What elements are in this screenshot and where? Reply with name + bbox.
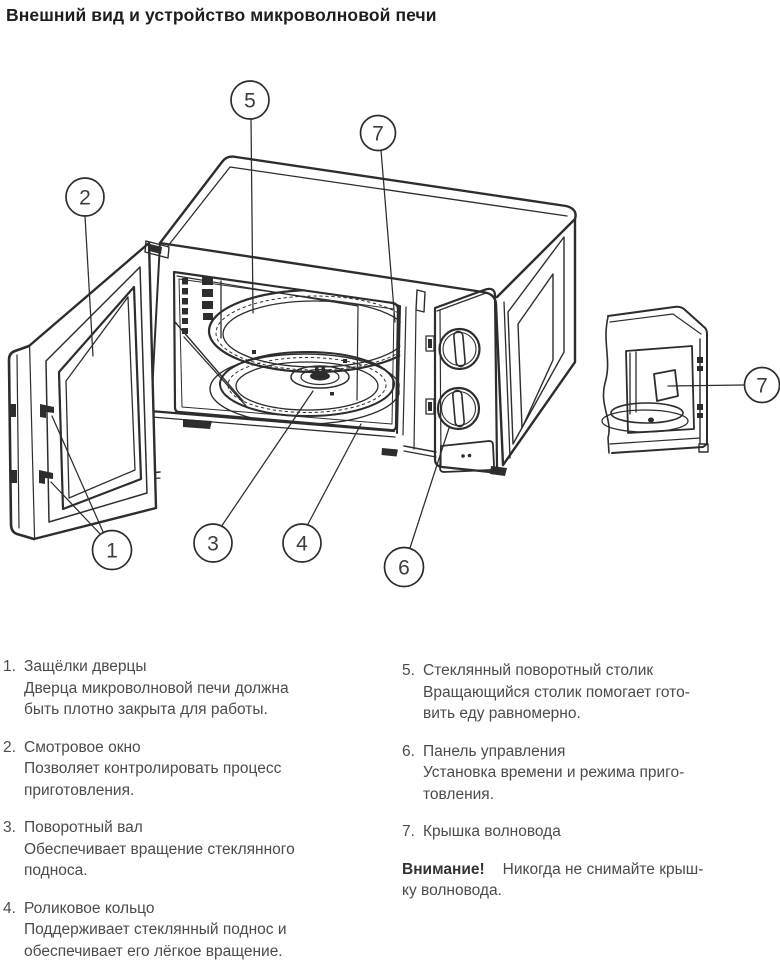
legend-item-title: Крышка волновода: [423, 823, 561, 840]
callout-5-circle: [230, 80, 270, 120]
door-latches: [9, 404, 54, 484]
callout-3-number: 3: [207, 533, 219, 556]
legend-item-title: Поворотный вал: [24, 819, 143, 836]
legend-item-desc: Обеспечивает вращение стеклянного поднос…: [24, 840, 295, 880]
legend-item-title: Смотровое окно: [24, 738, 141, 756]
legend-item-2: 2. Смотровое окно Позволяет контролирова…: [3, 737, 395, 802]
legend-item-title: Панель управления: [423, 742, 566, 760]
leader-line-7: [380, 149, 396, 323]
leader-line-5: [250, 118, 254, 314]
legend-item-6: 6. Панель управления Установка времени и…: [402, 741, 778, 806]
legend-item-number: 1.: [3, 658, 16, 675]
callout-1-circle: [91, 529, 133, 571]
callout-numbers: 1 2 3 4 5 6 7 7: [79, 90, 768, 580]
callout-7-inset-number: 7: [756, 375, 768, 398]
callout-7-number: 7: [372, 123, 384, 146]
callout-7-circle: [359, 114, 397, 152]
callout-3-circle: [193, 523, 233, 563]
turntable: [207, 288, 401, 425]
legend-item-desc: Поддерживает стеклянный поднос и обеспеч…: [24, 921, 287, 960]
leader-line-4: [307, 423, 362, 525]
control-panel: [425, 287, 499, 474]
cavity-opening: [172, 270, 400, 432]
page-title: Внешний вид и устройство микроволновой п…: [6, 5, 437, 25]
warning-text: Никогда не снимайте крыш- ку волновода.: [402, 860, 704, 900]
callout-4-circle: [282, 523, 322, 563]
legend-item-4: 4. Роликовое кольцо Поддерживает стеклян…: [3, 898, 395, 963]
door-hinge: [144, 240, 170, 259]
callout-6-number: 6: [398, 557, 410, 580]
power-knob: [436, 386, 481, 431]
inset-waveguide-view: [601, 305, 709, 454]
legend-item-number: 6.: [402, 742, 415, 760]
door-open-button: [439, 440, 495, 473]
leader-line-7-inset: [667, 384, 745, 387]
microwave-diagram: 1 2 3 4 5 6 7 7: [7, 80, 780, 588]
oven-body: [148, 155, 577, 476]
legend-item-number: 3.: [3, 819, 16, 836]
leader-lines: [50, 118, 745, 549]
leader-line-3: [220, 390, 314, 528]
legend-column-right: 5. Стеклянный поворотный столик Вращающи…: [402, 660, 778, 917]
legend-item-desc: Позволяет контролировать процесс пригото…: [24, 760, 282, 799]
callout-6-circle: [383, 546, 425, 588]
turntable-shaft: [252, 350, 347, 396]
leader-line-1b: [50, 481, 103, 537]
callout-5-number: 5: [244, 90, 256, 113]
legend-item-number: 5.: [402, 662, 415, 679]
legend-item-7: 7. Крышка волновода: [402, 821, 778, 843]
waveguide-cover: [653, 369, 679, 402]
warning-label: Внимание!: [402, 860, 485, 878]
callout-4-number: 4: [296, 533, 308, 556]
vent-slots: [182, 277, 213, 334]
legend-item-1: 1. Защёлки дверцы Дверца микроволновой п…: [3, 656, 395, 721]
legend-item-number: 4.: [3, 899, 16, 917]
warning-note: Внимание!Никогда не снимайте крыш- ку во…: [402, 859, 778, 902]
leader-line-6: [409, 427, 450, 549]
oven-door: [7, 240, 170, 541]
timer-knob: [438, 327, 481, 371]
legend-item-desc: Вращающийся столик помогает гото- вить е…: [423, 683, 690, 723]
leader-line-1a: [51, 415, 105, 535]
leader-line-2: [84, 215, 94, 357]
legend-item-desc: Установка времени и режима приго- товлен…: [423, 764, 685, 803]
microwave-diagram-svg: 1 2 3 4 5 6 7 7: [7, 80, 780, 588]
callout-2-number: 2: [79, 187, 91, 210]
callout-2-circle: [65, 177, 105, 217]
legend-item-title: Роликовое кольцо: [24, 899, 155, 917]
callout-1-number: 1: [106, 540, 118, 563]
legend-item-5: 5. Стеклянный поворотный столик Вращающи…: [402, 660, 778, 725]
door-window: [57, 285, 143, 511]
legend-column-left: 1. Защёлки дверцы Дверца микроволновой п…: [3, 656, 395, 978]
legend-item-desc: Дверца микроволновой печи должна быть пл…: [24, 679, 289, 719]
legend-item-title: Стеклянный поворотный столик: [423, 662, 654, 679]
legend-item-number: 2.: [3, 738, 16, 756]
legend-item-number: 7.: [402, 823, 415, 840]
legend-item-3: 3. Поворотный вал Обеспечивает вращение …: [3, 817, 395, 882]
legend-item-title: Защёлки дверцы: [24, 658, 147, 675]
